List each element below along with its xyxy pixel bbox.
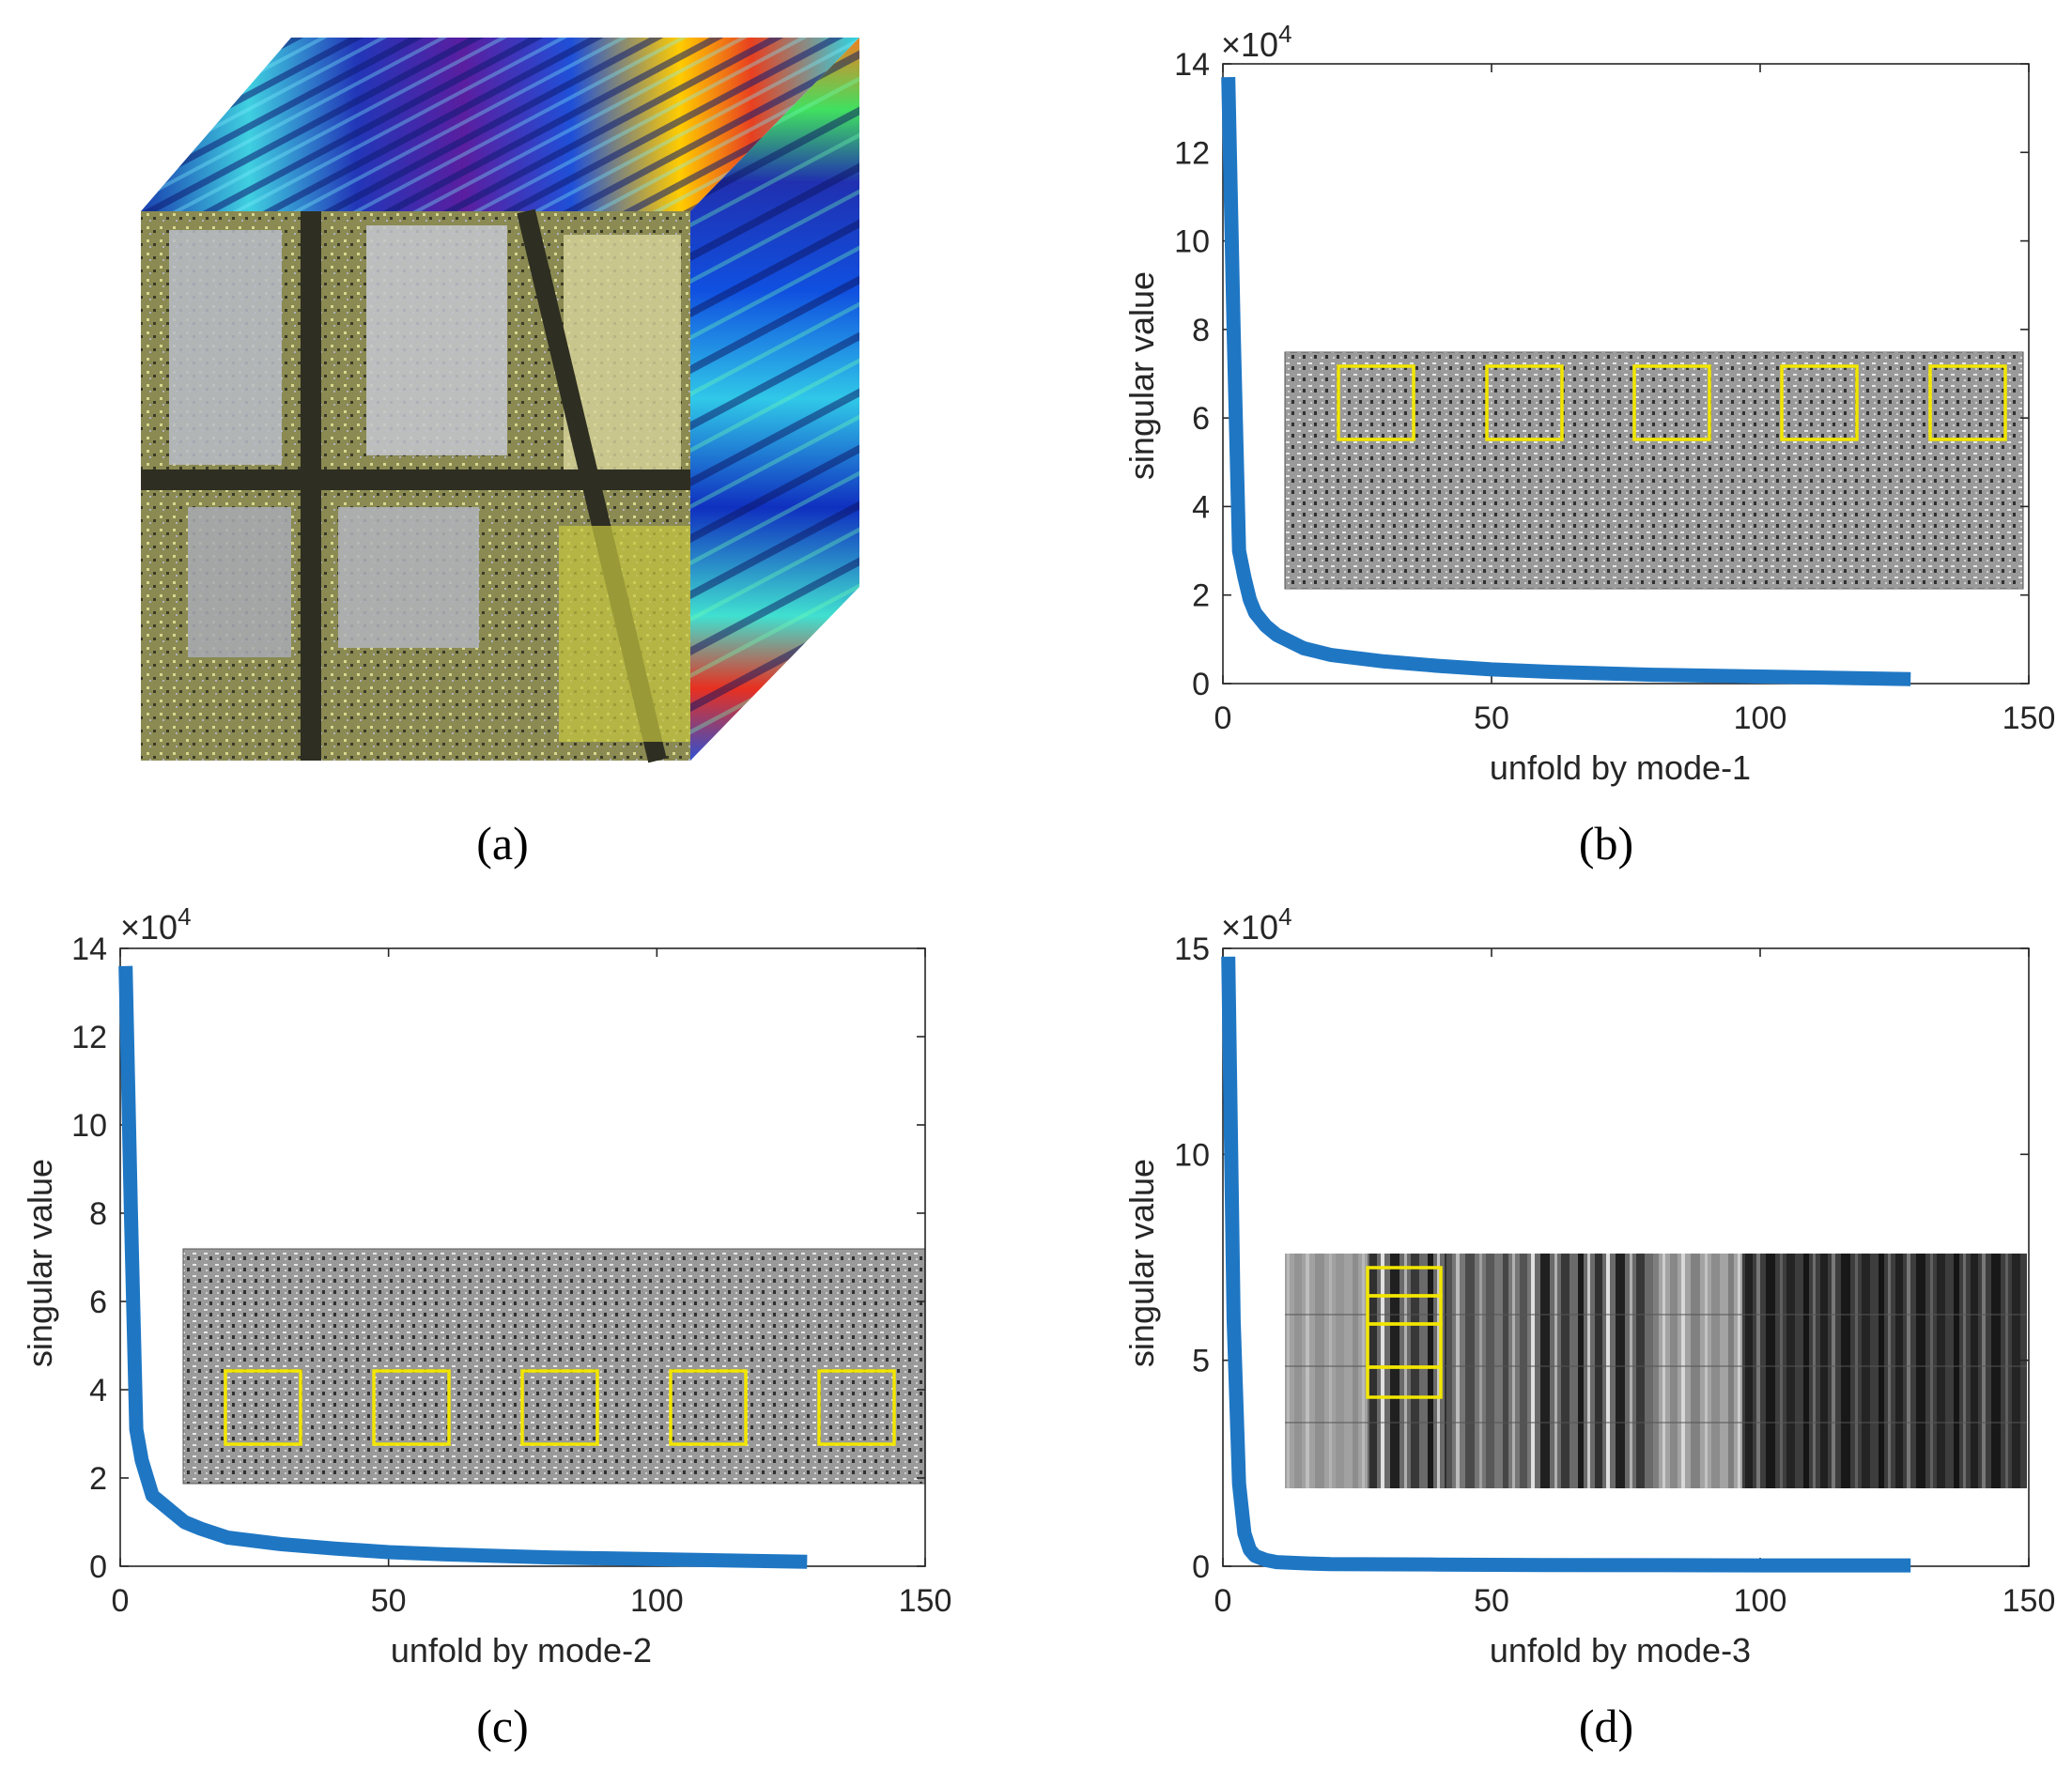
x-tick-label: 50 <box>371 1583 407 1619</box>
cube-front-buildings <box>141 208 690 763</box>
inset-mode-2-image <box>182 1248 926 1485</box>
highlight-box <box>1632 364 1711 441</box>
cube-top-texture <box>141 38 859 211</box>
x-tick-label: 150 <box>899 1583 952 1619</box>
y-tick-label: 8 <box>1192 313 1210 348</box>
x-axis-label-b: unfold by mode-1 <box>1490 748 1751 787</box>
caption-a: (a) <box>476 817 529 870</box>
exponent-label-d: ×104 <box>1221 902 1292 947</box>
inset-mode-1-image <box>1284 351 2024 590</box>
chart-panel-d: 0 50 100 150 0 5 10 15 unfold by mode-3 singula… <box>1122 902 2055 1670</box>
y-axis-label-c: singular value <box>21 1159 59 1367</box>
y-tick-label: 14 <box>71 931 107 967</box>
y-tick-label: 2 <box>1192 578 1210 614</box>
chart-panel-c: 0 50 100 150 0 2 4 6 8 10 12 14 unfold by mode-2 si… <box>21 902 951 1670</box>
x-tick-label: 100 <box>1734 1583 1787 1619</box>
x-axis-label-c: unfold by mode-2 <box>391 1631 652 1670</box>
series-line-d <box>1221 956 1911 1573</box>
x-tick-label: 100 <box>630 1583 684 1619</box>
inset-mode-3-image <box>1285 1254 2027 1488</box>
y-tick-label: 8 <box>89 1196 107 1232</box>
highlight-box <box>669 1369 748 1446</box>
y-tick-label: 4 <box>89 1373 107 1408</box>
highlight-box <box>1928 364 2007 441</box>
plot-frame-b <box>1222 63 2030 685</box>
y-tick-label: 0 <box>1192 667 1210 702</box>
y-axis-label-b: singular value <box>1122 271 1161 480</box>
hyperspectral-cube <box>141 38 859 763</box>
y-tick-label: 15 <box>1174 931 1210 967</box>
x-tick-label: 0 <box>112 1583 130 1619</box>
series-line-b <box>1221 76 1911 686</box>
highlight-box <box>1337 364 1415 441</box>
y-tick-label: 4 <box>1192 489 1210 525</box>
highlight-box <box>1366 1365 1443 1399</box>
y-tick-label: 0 <box>1192 1549 1210 1585</box>
x-tick-label: 100 <box>1734 700 1787 736</box>
x-tick-label: 150 <box>2002 1583 2056 1619</box>
highlight-box <box>817 1369 896 1446</box>
plot-frame-c <box>119 947 926 1567</box>
x-tick-label: 50 <box>1474 1583 1509 1619</box>
x-tick-label: 50 <box>1474 700 1509 736</box>
y-tick-label: 2 <box>89 1461 107 1497</box>
exponent-label-b: ×104 <box>1221 20 1292 64</box>
x-tick-label: 150 <box>2002 700 2056 736</box>
y-axis-label-d: singular value <box>1122 1159 1161 1367</box>
caption-d: (d) <box>1579 1700 1633 1752</box>
y-tick-label: 6 <box>1192 401 1210 437</box>
x-tick-label: 0 <box>1214 700 1232 736</box>
y-tick-label: 14 <box>1174 47 1210 83</box>
x-tick-label: 0 <box>1214 1583 1232 1619</box>
y-tick-label: 10 <box>1174 1137 1210 1173</box>
caption-b: (b) <box>1579 817 1633 870</box>
highlight-box <box>1780 364 1859 441</box>
highlight-box <box>224 1369 302 1446</box>
x-axis-label-d: unfold by mode-3 <box>1490 1631 1751 1670</box>
highlight-box <box>520 1369 599 1446</box>
y-tick-label: 0 <box>89 1549 107 1585</box>
y-tick-label: 6 <box>89 1285 107 1320</box>
exponent-label-c: ×104 <box>120 902 192 947</box>
highlight-box <box>1485 364 1564 441</box>
y-tick-label: 12 <box>1174 135 1210 171</box>
chart-panel-b: 0 50 100 150 0 2 4 6 8 10 12 14 unfold by mode-1 si… <box>1122 20 2055 787</box>
y-tick-label: 12 <box>71 1020 107 1055</box>
caption-c: (c) <box>476 1700 529 1752</box>
cube-side-texture <box>690 38 859 761</box>
y-tick-label: 10 <box>1174 224 1210 260</box>
y-tick-label: 5 <box>1192 1344 1210 1379</box>
y-tick-label: 10 <box>71 1108 107 1144</box>
series-line-c <box>118 965 808 1569</box>
highlight-box <box>372 1369 451 1446</box>
